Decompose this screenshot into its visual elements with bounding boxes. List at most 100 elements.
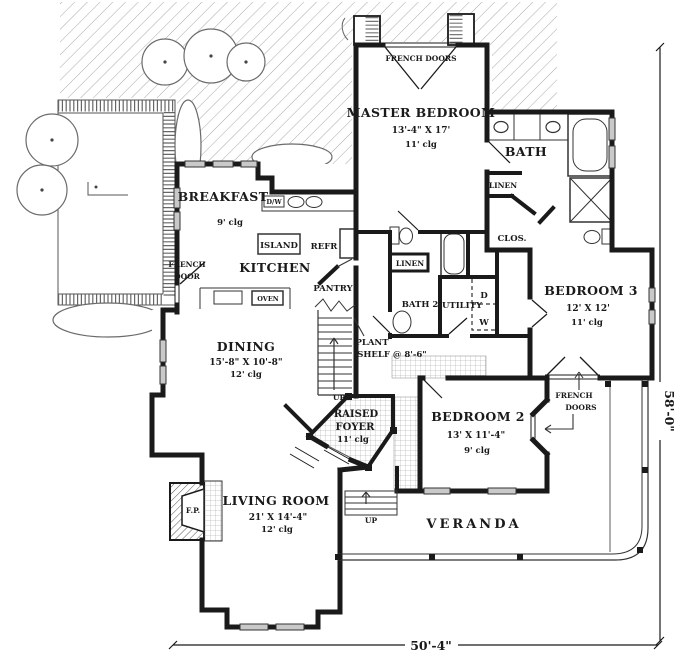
window <box>648 309 656 325</box>
dimension-lines <box>168 42 665 650</box>
label-pantry: PANTRY <box>313 284 353 294</box>
window <box>275 623 305 631</box>
french-door-kitchen <box>174 284 180 304</box>
stairs-main <box>314 298 356 396</box>
label-kitchen-french1: FRENCH <box>168 260 205 269</box>
hearth <box>203 480 223 542</box>
label-master-size: 13'-4" X 17' <box>392 126 451 136</box>
pantry-leader <box>336 258 353 268</box>
label-dim-depth: 58'-0" <box>662 390 677 432</box>
door-swings <box>372 141 548 399</box>
wall-master-bath-bed3 <box>353 42 655 399</box>
stairs-arrow <box>329 337 339 390</box>
label-bath2: BATH 2 <box>402 300 439 310</box>
labels: FRENCH DOORS MASTER BEDROOM 13'-4" X 17'… <box>168 54 677 653</box>
label-bed3-name: BEDROOM 3 <box>544 283 638 298</box>
walls-interior <box>283 171 556 493</box>
label-living-size: 21' X 14'-4" <box>249 513 308 523</box>
window <box>159 339 167 363</box>
window <box>173 211 181 231</box>
window <box>487 487 517 495</box>
label-oven: OVEN <box>257 295 279 303</box>
bathtub-inner <box>572 118 608 172</box>
french-doors-bed2 <box>530 414 536 440</box>
dishwasher <box>263 195 285 208</box>
entry-steps <box>289 446 320 469</box>
label-foyer2: FOYER <box>336 422 376 433</box>
label-plant2: SHELF @ 8'-6" <box>357 350 426 360</box>
label-bed2-name: BEDROOM 2 <box>431 409 525 424</box>
label-foyer1: RAISED <box>334 409 379 420</box>
label-breakfast: BREAKFAST <box>178 189 269 204</box>
sink <box>392 310 412 334</box>
label-utility: UTILITY <box>442 301 483 311</box>
oven <box>251 290 284 306</box>
foyer-posts <box>306 393 397 471</box>
windows <box>159 117 656 631</box>
fireplace <box>169 480 223 542</box>
label-plant1: PLANT <box>355 338 389 348</box>
label-island: ISLAND <box>260 241 298 251</box>
window <box>173 187 181 209</box>
chimney <box>447 13 475 46</box>
arrow-french-bed2 <box>544 414 574 434</box>
label-master-name: MASTER BEDROOM <box>347 105 496 120</box>
window <box>423 487 451 495</box>
label-dryer: D <box>480 291 488 301</box>
arrow-french-bed3 <box>574 371 584 390</box>
cooktop <box>213 290 243 305</box>
french-doors-bed3 <box>545 374 600 380</box>
label-living-name: LIVING ROOM <box>222 493 329 508</box>
sink <box>545 120 561 134</box>
label-dim-width: 50'-4" <box>410 638 452 653</box>
label-linen-bath2: LINEN <box>396 259 424 268</box>
label-closet: CLOS. <box>498 234 527 244</box>
window <box>184 160 206 168</box>
label-refr: REFR <box>311 242 339 252</box>
kitchen-sink <box>305 196 323 208</box>
hall-tile <box>391 355 487 379</box>
label-dining-clg: 12' clg <box>230 370 262 380</box>
label-dining-size: 15'-8" X 10'-8" <box>209 358 282 368</box>
label-bed3-size: 12' X 12' <box>566 304 610 314</box>
kitchen-counter <box>199 287 291 309</box>
label-foyer-clg: 11' clg <box>337 435 369 445</box>
doors <box>174 42 600 469</box>
linen-closet-walls <box>390 252 430 273</box>
window <box>212 160 234 168</box>
dim-width-line <box>168 640 663 650</box>
dim-depth-line <box>655 42 665 646</box>
window <box>159 365 167 385</box>
label-veranda-french2: DOORS <box>565 403 596 412</box>
label-linen-bath: LINEN <box>489 181 517 190</box>
stairs-entry <box>344 490 398 516</box>
label-french-doors-master: FRENCH DOORS <box>385 54 456 63</box>
window <box>648 287 656 303</box>
label-kitchen-french2: DOOR <box>174 272 201 281</box>
label-kitchen: KITCHEN <box>239 260 311 275</box>
label-up-entry: UP <box>365 516 378 525</box>
front-door <box>323 445 352 465</box>
plant-shelf-leader <box>353 317 365 337</box>
foliage-blob <box>52 302 164 338</box>
window <box>240 160 258 168</box>
label-up-main: UP <box>333 393 346 402</box>
veranda-posts <box>335 381 648 560</box>
label-dw: D/W <box>266 198 282 206</box>
window <box>608 117 616 141</box>
house-footprint <box>150 45 657 633</box>
toilet <box>583 230 601 244</box>
kitchen-counter <box>261 192 355 212</box>
label-master-clg: 11' clg <box>405 140 437 150</box>
window <box>608 145 616 169</box>
island-counter <box>257 233 301 255</box>
kitchen-sink <box>287 196 305 208</box>
annotation-arrows <box>336 258 584 434</box>
label-living-clg: 12' clg <box>261 525 293 535</box>
chimneys <box>341 13 475 46</box>
sink <box>493 120 509 134</box>
veranda-edge <box>335 380 649 561</box>
entry-arrow <box>361 491 371 504</box>
